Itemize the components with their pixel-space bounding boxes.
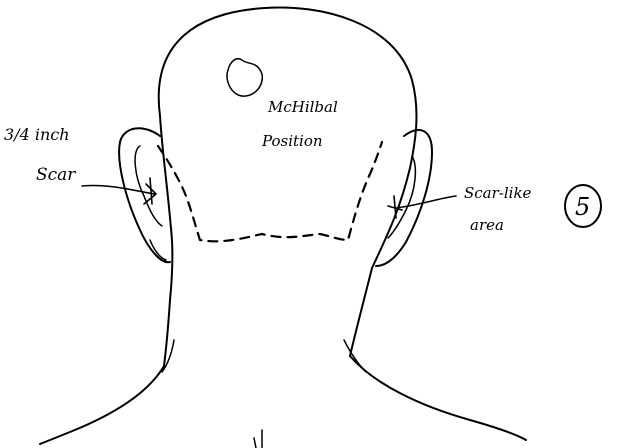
hairline-dashed-boundary xyxy=(158,142,382,241)
shoulder-right-crease xyxy=(344,340,366,372)
left-scar-tick xyxy=(150,178,152,204)
crown-round-mark xyxy=(227,59,262,96)
page-marker-number: 5 xyxy=(575,193,590,221)
right-ear xyxy=(376,130,432,266)
left-label-line2: Scar xyxy=(36,165,76,185)
right-label-line1: Scar-like xyxy=(464,184,532,202)
right-label-line2: area xyxy=(470,216,504,234)
neck-right xyxy=(350,268,372,356)
head-outline-left-lower xyxy=(160,116,172,300)
left-label-line1: 3/4 inch xyxy=(4,125,70,144)
shoulder-right xyxy=(350,356,526,440)
shoulder-left xyxy=(40,366,164,444)
neck-left xyxy=(164,300,170,366)
spine-mark xyxy=(254,430,262,448)
center-label-line2: Position xyxy=(261,132,323,150)
center-label-line1: McHilbal xyxy=(267,98,338,116)
right-scar-arrow xyxy=(396,196,456,208)
